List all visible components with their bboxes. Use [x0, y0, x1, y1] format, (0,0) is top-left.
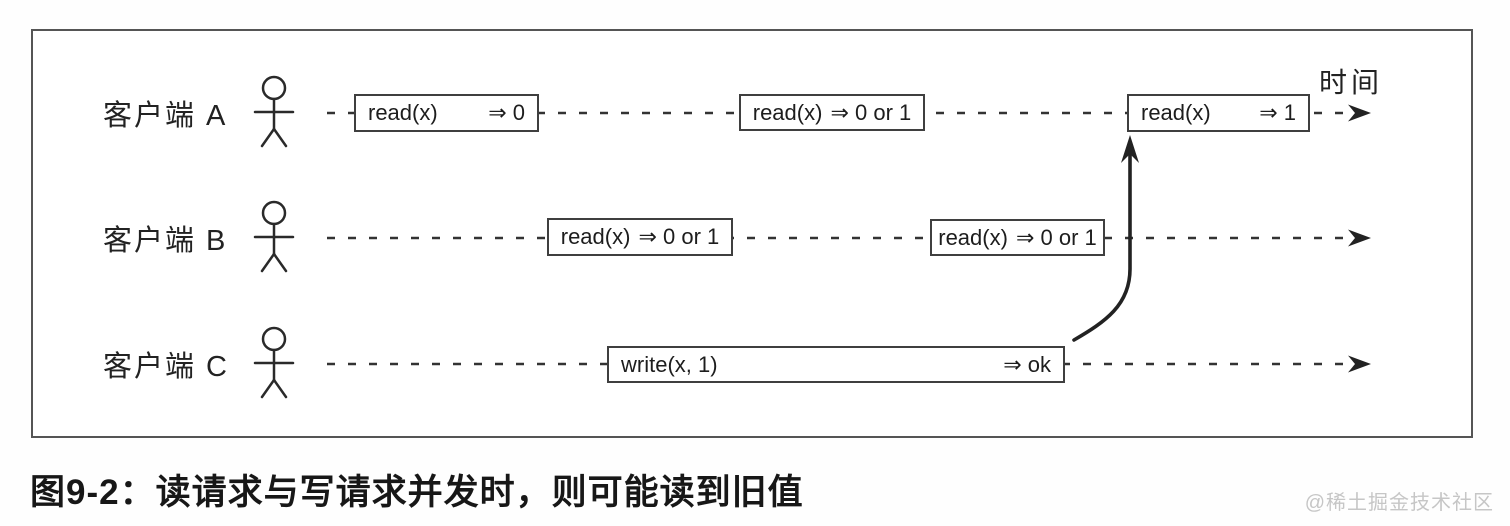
- diagram-frame: 客户端 A 客户端 B 客户端 C read(x) ⇒ 0 read(x) ⇒ …: [31, 29, 1473, 438]
- result-text: ⇒ ok: [1003, 351, 1051, 377]
- operation-text: read(x): [752, 99, 823, 125]
- operation-text: write(x, 1): [621, 351, 718, 377]
- operation-text: read(x): [1141, 100, 1211, 125]
- event-box-c-write: write(x, 1) ⇒ ok: [607, 346, 1065, 383]
- event-box-a-read-3: read(x) ⇒ 1: [1127, 94, 1310, 132]
- arrowhead-client-b: [1348, 229, 1371, 247]
- event-box-a-read-2: read(x) ⇒ 0 or 1: [739, 94, 925, 131]
- timeline-arrowheads: [1348, 104, 1371, 373]
- stick-figure-client-c: [253, 326, 295, 399]
- result-text: ⇒ 0 or 1: [830, 99, 912, 125]
- event-box-b-read-2: read(x) ⇒ 0 or 1: [930, 219, 1105, 256]
- result-text: ⇒ 0: [488, 100, 525, 125]
- figure-caption: 图9-2：读请求与写请求并发时，则可能读到旧值: [30, 473, 804, 512]
- event-box-a-read-1: read(x) ⇒ 0: [354, 94, 539, 132]
- stick-figures: [253, 75, 295, 399]
- operation-text: read(x): [938, 224, 1008, 250]
- operation-text: read(x): [368, 100, 438, 125]
- stick-figure-client-b: [253, 200, 295, 273]
- arrowhead-client-c: [1348, 355, 1371, 373]
- lane-label-client-b: 客户端 B: [103, 225, 228, 257]
- watermark: @稀土掘金技术社区: [1304, 492, 1494, 514]
- lane-label-client-c: 客户端 C: [103, 351, 230, 383]
- stick-figure-client-a: [253, 75, 295, 148]
- event-box-b-read-1: read(x) ⇒ 0 or 1: [547, 218, 733, 256]
- operation-text: read(x): [560, 224, 631, 249]
- result-text: ⇒ 1: [1259, 100, 1296, 125]
- time-axis-label: 时间: [1319, 67, 1384, 98]
- lane-label-client-a: 客户端 A: [103, 100, 228, 132]
- result-text: ⇒ 0 or 1: [638, 224, 720, 249]
- result-text: ⇒ 0 or 1: [1015, 224, 1097, 250]
- arrowhead-client-a: [1348, 104, 1371, 122]
- dashed-timelines: [327, 111, 1347, 366]
